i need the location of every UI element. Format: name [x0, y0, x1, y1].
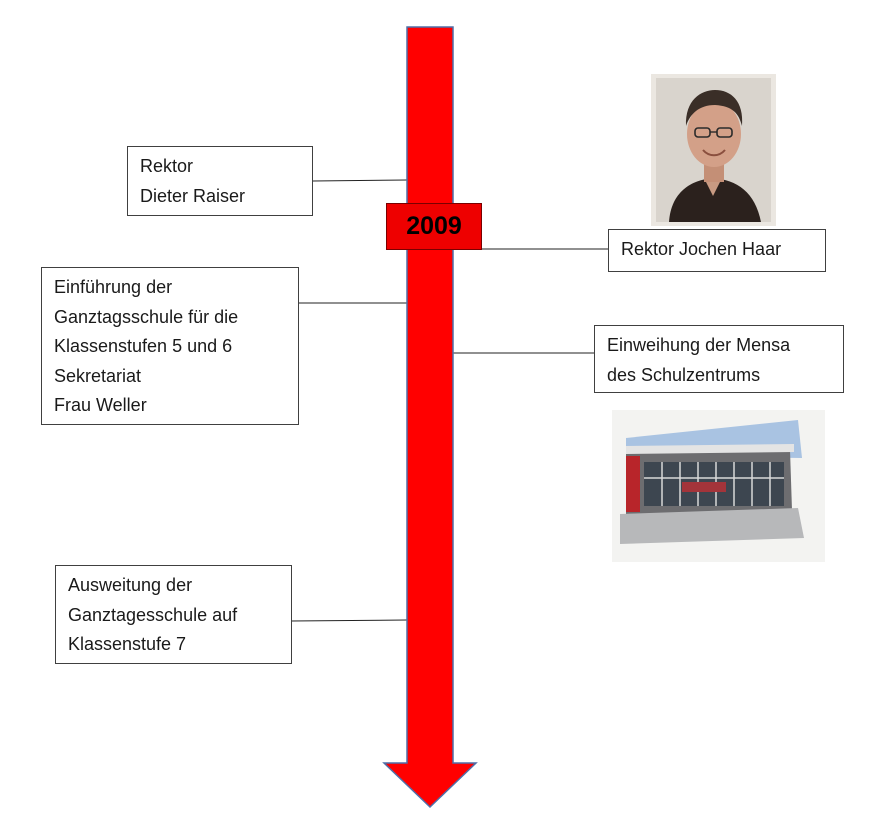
event-text-line: Ganztagesschule auf — [68, 604, 238, 625]
event-rektor-dieter-raiser: Rektor Dieter Raiser — [127, 146, 313, 216]
timeline-arrow — [382, 26, 478, 809]
portrait-image — [651, 74, 776, 226]
event-text-line: Einführung der — [54, 277, 173, 297]
mensa-image — [612, 410, 825, 562]
event-text-line: Einweihung der Mensa — [607, 335, 791, 355]
event-text-line: Frau Weller — [54, 395, 147, 415]
event-text-line: Sekretariat — [54, 365, 142, 386]
event-text-line: Klassenstufe 7 — [68, 634, 187, 654]
event-ganztagsschule-intro: Einführung der Ganztagsschule für die Kl… — [41, 267, 299, 425]
event-mensa-inauguration: Einweihung der Mensa des Schulzentrums — [594, 325, 844, 393]
connector-ganztag-extension — [290, 619, 408, 622]
event-text-line: Rektor Jochen Haar — [621, 239, 782, 259]
event-text-line: Ausweitung der — [68, 575, 193, 595]
mensa-photo — [612, 410, 825, 562]
event-text-line: des Schulzentrums — [607, 364, 761, 385]
event-text-line: Rektor — [140, 156, 194, 176]
event-rektor-jochen-haar: Rektor Jochen Haar — [608, 229, 826, 272]
event-text-line: Ganztagsschule für die — [54, 306, 239, 327]
connector-rektor-old — [312, 179, 408, 182]
portrait-photo — [651, 74, 776, 226]
event-text-line: Klassenstufen 5 und 6 — [54, 336, 233, 356]
year-label: 2009 — [386, 203, 482, 250]
event-ganztagesschule-extension: Ausweitung der Ganztagesschule auf Klass… — [55, 565, 292, 664]
event-text-line: Dieter Raiser — [140, 185, 246, 206]
